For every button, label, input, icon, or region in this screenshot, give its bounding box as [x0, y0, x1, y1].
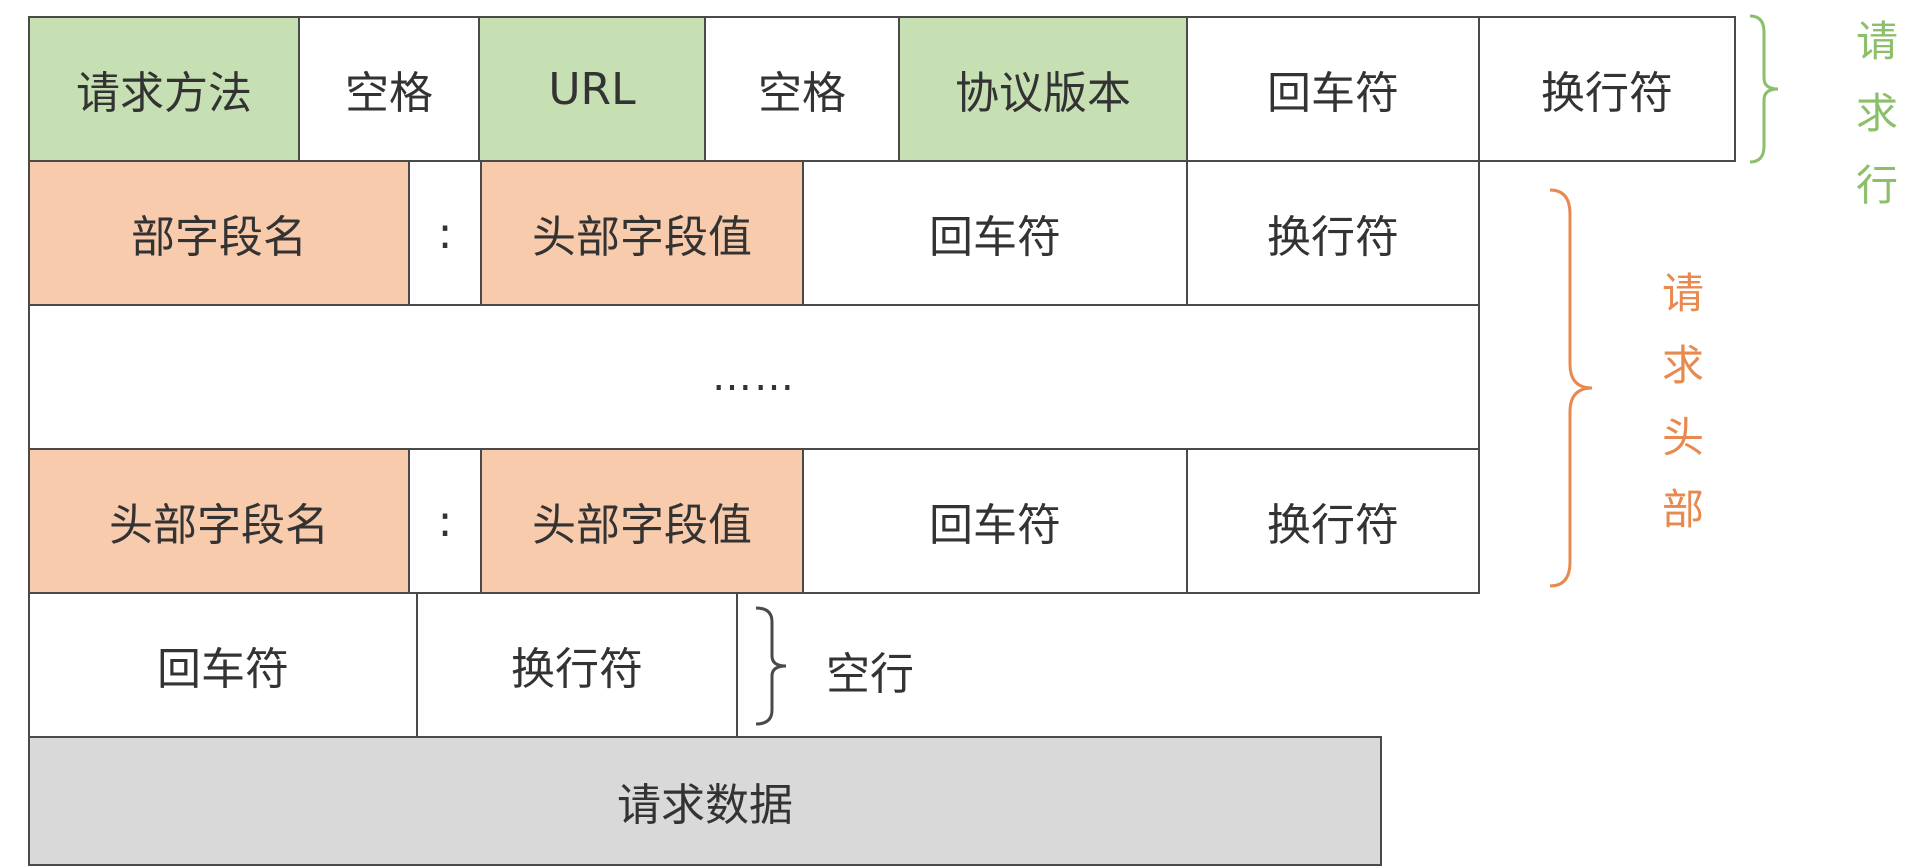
space-cell-1: 空格	[298, 16, 480, 162]
request-method-text: 请求方法	[76, 68, 252, 119]
request-header-label: 请 求 头 部	[1662, 258, 1704, 546]
header-cr-text-1: 回车符	[929, 212, 1061, 263]
url-cell: URL	[478, 16, 706, 162]
request-header-label-char-4: 部	[1662, 485, 1705, 534]
header-colon-cell-2: :	[408, 448, 482, 594]
header-ellipsis-cell: ……	[28, 304, 1480, 450]
header-name-text-2: 头部字段名	[109, 500, 329, 551]
header-cr-cell-1: 回车符	[802, 160, 1188, 306]
header-lf-text-2: 换行符	[1267, 500, 1399, 551]
header-colon-text-2: :	[437, 495, 453, 547]
url-text: URL	[548, 63, 636, 115]
request-header-label-char-3: 头	[1662, 413, 1705, 462]
request-line-lf-text: 换行符	[1541, 68, 1673, 119]
header-colon-text-1: :	[437, 207, 453, 259]
request-header-brace	[1549, 188, 1593, 588]
header-value-cell-2: 头部字段值	[480, 448, 804, 594]
blank-line-lf-text: 换行符	[511, 644, 643, 695]
request-header-label-char-1: 请	[1662, 269, 1705, 318]
request-method-cell: 请求方法	[28, 16, 300, 162]
header-name-cell-2: 头部字段名	[28, 448, 410, 594]
blank-line-cr-text: 回车符	[157, 644, 289, 695]
request-line-cr-text: 回车符	[1267, 68, 1399, 119]
blank-line-lf-cell: 换行符	[416, 592, 738, 738]
header-lf-cell-2: 换行符	[1186, 448, 1480, 594]
header-cr-text-2: 回车符	[929, 500, 1061, 551]
space-text-2: 空格	[758, 68, 846, 119]
request-header-label-char-2: 求	[1662, 341, 1705, 390]
protocol-version-cell: 协议版本	[898, 16, 1188, 162]
header-ellipsis-text: ……	[712, 354, 796, 400]
space-cell-2: 空格	[704, 16, 900, 162]
space-text-1: 空格	[345, 68, 433, 119]
request-line-label-char-3: 行	[1856, 161, 1899, 210]
request-body-cell: 请求数据	[28, 736, 1382, 866]
header-colon-cell-1: :	[408, 160, 482, 306]
request-line-label-char-1: 请	[1856, 17, 1899, 66]
blank-line-label: 空行	[826, 649, 914, 700]
request-line-label: 请 求 行	[1856, 6, 1898, 222]
request-line-label-char-2: 求	[1856, 89, 1899, 138]
header-name-cell-1: 部字段名	[28, 160, 410, 306]
request-line-lf-cell: 换行符	[1478, 16, 1736, 162]
header-value-text-1: 头部字段值	[532, 212, 752, 263]
blank-line-cr-cell: 回车符	[28, 592, 418, 738]
header-lf-cell-1: 换行符	[1186, 160, 1480, 306]
header-name-text-1: 部字段名	[131, 212, 307, 263]
request-line-brace	[1749, 14, 1779, 164]
request-line-cr-cell: 回车符	[1186, 16, 1480, 162]
protocol-version-text: 协议版本	[955, 68, 1131, 119]
header-value-text-2: 头部字段值	[532, 500, 752, 551]
request-body-text: 请求数据	[617, 780, 793, 831]
header-lf-text-1: 换行符	[1267, 212, 1399, 263]
header-value-cell-1: 头部字段值	[480, 160, 804, 306]
header-cr-cell-2: 回车符	[802, 448, 1188, 594]
blank-line-brace	[755, 606, 787, 726]
